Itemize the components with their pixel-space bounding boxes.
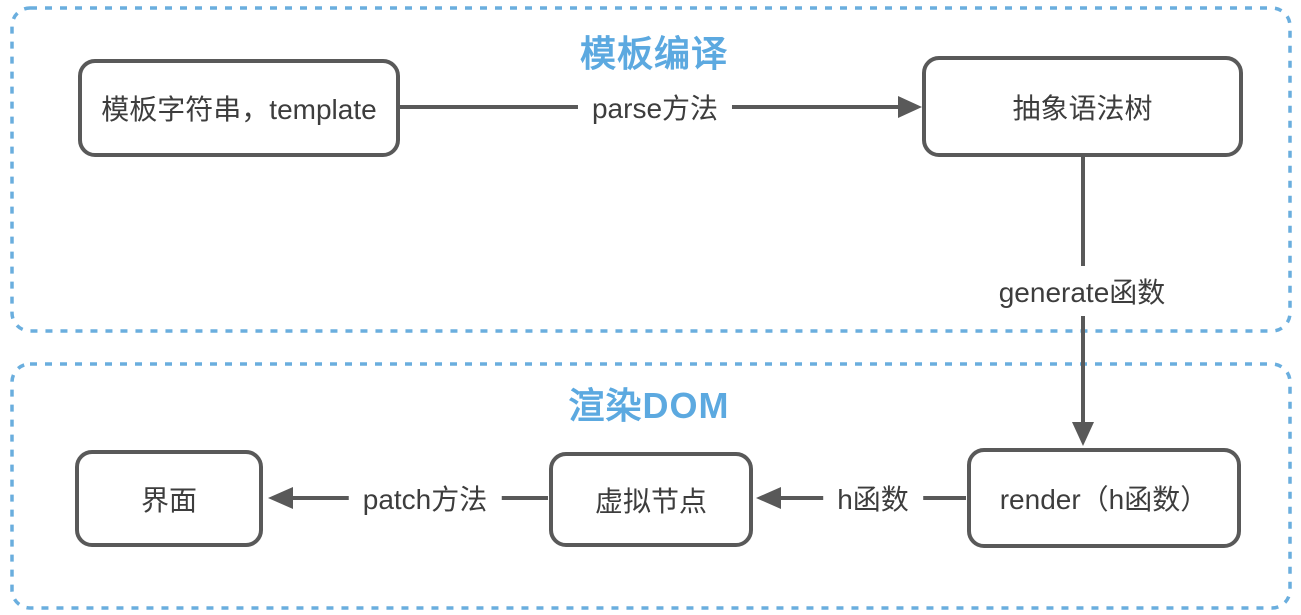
edge-label-generate-function: generate函数	[984, 266, 1180, 316]
node-render-function: render（h函数）	[967, 448, 1241, 548]
parse-arrowhead	[898, 96, 922, 118]
generate-arrowhead	[1072, 422, 1094, 446]
node-virtual-node: 虚拟节点	[549, 452, 753, 547]
top-section-border	[10, 6, 1292, 333]
node-abstract-syntax-tree: 抽象语法树	[922, 56, 1243, 157]
section-title-render-dom: 渲染DOM	[568, 385, 730, 426]
section-title-template-compile: 模板编译	[579, 33, 729, 74]
bottom-section-border	[10, 362, 1292, 610]
edge-label-patch-method: patch方法	[348, 473, 502, 523]
node-interface: 界面	[75, 450, 263, 547]
edge-label-parse-method: parse方法	[577, 82, 733, 132]
edge-label-h-function: h函数	[823, 473, 923, 523]
node-template-string: 模板字符串，template	[78, 59, 400, 157]
patch-arrowhead	[268, 487, 293, 509]
h-arrowhead	[756, 487, 781, 509]
